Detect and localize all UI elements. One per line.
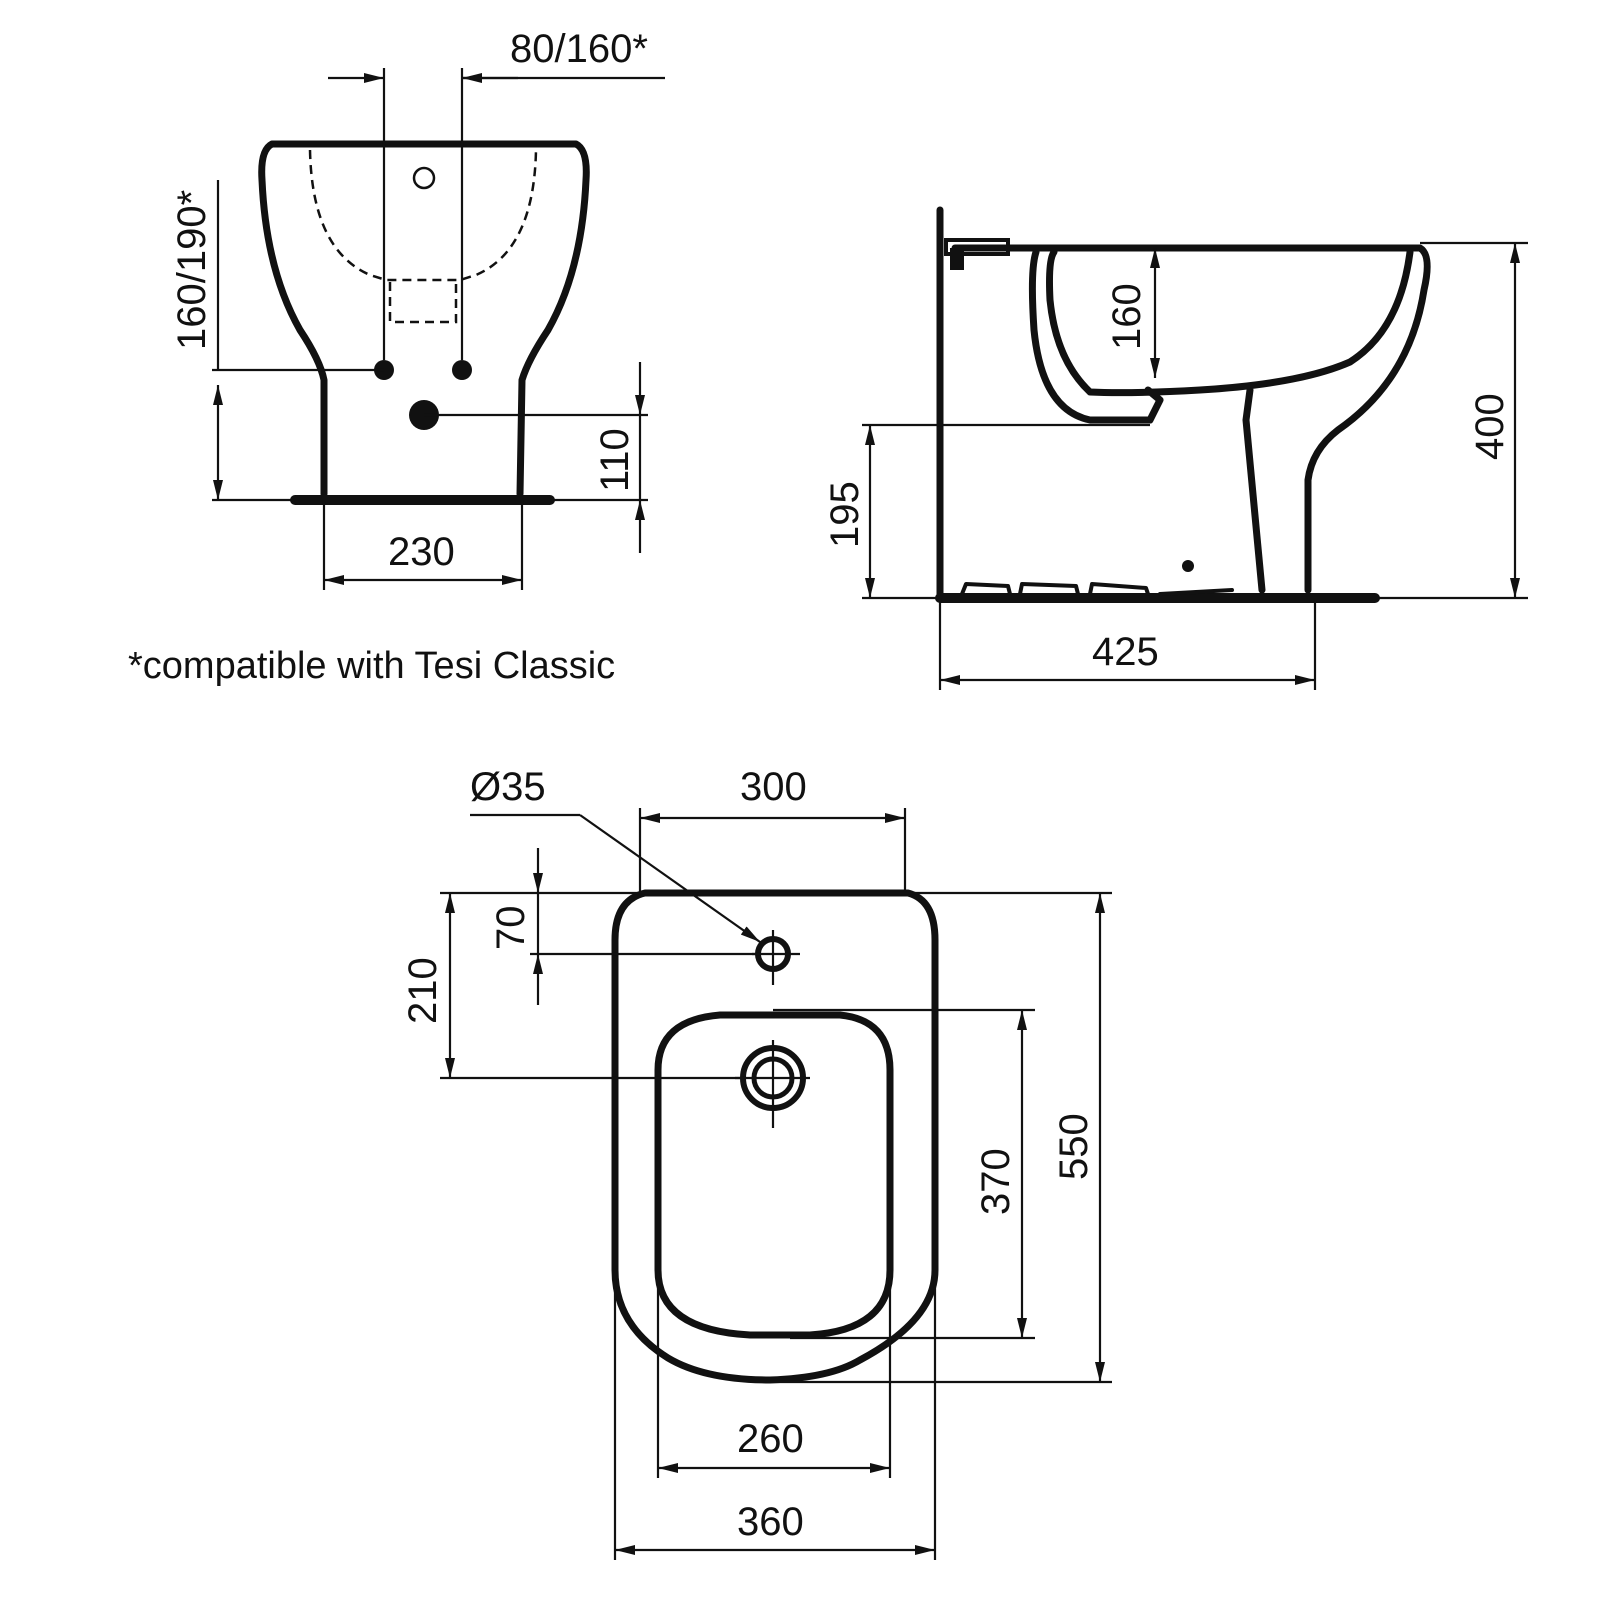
dim-outlet-center: 195 (823, 481, 867, 548)
dim-width-top: 300 (740, 765, 807, 809)
dim-hole-diameter: Ø35 (470, 765, 546, 809)
top-view-bowl-outline (654, 1011, 894, 1339)
top-view: Ø35 300 70 210 370 550 260 (401, 765, 1112, 1560)
side-view: 160 400 195 425 (823, 206, 1528, 690)
dim-tap-spacing: 80/160* (510, 27, 648, 71)
dim-outlet-height: 110 (593, 428, 637, 492)
dim-bowl-depth: 160 (1105, 283, 1149, 350)
front-view-bowl-hidden-line (308, 149, 538, 282)
side-view-fixing-point (1182, 560, 1194, 572)
dim-hole-offset: 70 (489, 906, 533, 951)
dim-base-width: 230 (388, 530, 455, 574)
dim-drain-offset: 210 (401, 957, 445, 1024)
front-view-outlet-hidden-line (388, 282, 458, 324)
dim-projection: 425 (1092, 630, 1159, 674)
side-view-wall-bracket (944, 238, 1010, 256)
side-view-mount-block (950, 248, 964, 270)
side-view-body-outline (951, 244, 1431, 594)
side-view-foot-segments (960, 582, 1234, 596)
compatibility-note: *compatible with Tesi Classic (128, 645, 615, 687)
dim-inlet-height: 160/190* (170, 190, 214, 350)
front-view-body-outline (258, 140, 590, 498)
dim-total-length: 550 (1052, 1113, 1096, 1180)
dim-rim-height: 400 (1468, 393, 1512, 460)
front-view: 80/160* 160/190* 110 230 (170, 27, 665, 590)
dim-bowl-width: 260 (737, 1417, 804, 1461)
dim-bowl-length: 370 (974, 1148, 1018, 1215)
front-view-tap-hole (412, 166, 436, 190)
dim-total-width: 360 (737, 1500, 804, 1544)
front-view-inlet-right (452, 360, 472, 380)
